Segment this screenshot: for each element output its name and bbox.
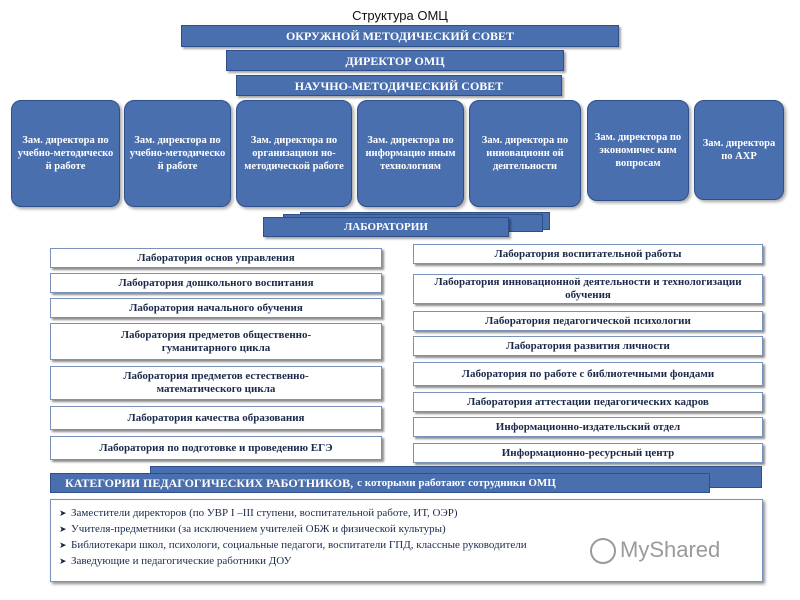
arrow-bullet-icon: ➤	[59, 508, 67, 518]
watermark-logo-icon	[590, 538, 616, 565]
categories-list: ➤Заместители директоров (по УВР I –III с…	[50, 499, 763, 582]
district-methodical-council-bar: ОКРУЖНОЙ МЕТОДИЧЕСКИЙ СОВЕТ	[181, 25, 619, 47]
deputy-box-2: Зам. директора по учебно-методическо й р…	[124, 100, 231, 207]
lab-right-1: Лаборатория воспитательной работы	[413, 244, 763, 264]
category-item: ➤Заведующие и педагогические работники Д…	[59, 555, 292, 567]
page-title: Структура ОМЦ	[352, 8, 448, 23]
deputy-box-4: Зам. директора по информацио нным технол…	[357, 100, 464, 207]
watermark-text: MyShared	[620, 537, 721, 562]
category-item: ➤Учителя-предметники (за исключением учи…	[59, 523, 446, 535]
category-item: ➤Заместители директоров (по УВР I –III с…	[59, 507, 458, 519]
lab-right-2: Лаборатория инновационной деятельности и…	[413, 274, 763, 304]
laboratories-bar: ЛАБОРАТОРИИ	[263, 217, 509, 237]
lab-left-7: Лаборатория по подготовке и проведению Е…	[50, 436, 382, 460]
lab-left-5: Лаборатория предметов естественно-матема…	[50, 366, 382, 400]
lab-left-4: Лаборатория предметов общественно-гумани…	[50, 323, 382, 360]
lab-left-1: Лаборатория основ управления	[50, 248, 382, 268]
deputy-box-6: Зам. директора по экономичес ким вопроса…	[587, 100, 689, 201]
deputy-box-3: Зам. директора по организацион но-методи…	[236, 100, 352, 207]
lab-right-6: Лаборатория аттестации педагогических ка…	[413, 392, 763, 412]
deputy-box-1: Зам. директора по учебно-методическо й р…	[11, 100, 120, 207]
categories-bar: КАТЕГОРИИ ПЕДАГОГИЧЕСКИХ РАБОТНИКОВ, с к…	[50, 473, 710, 493]
categories-heading: КАТЕГОРИИ ПЕДАГОГИЧЕСКИХ РАБОТНИКОВ,	[65, 475, 354, 490]
lab-left-3: Лаборатория начального обучения	[50, 298, 382, 318]
lab-right-3: Лаборатория педагогической психологии	[413, 311, 763, 331]
categories-heading-suffix: с которыми работают сотрудники ОМЦ	[357, 477, 556, 489]
arrow-bullet-icon: ➤	[59, 556, 67, 566]
lab-right-8: Информационно-ресурсный центр	[413, 443, 763, 463]
arrow-bullet-icon: ➤	[59, 524, 67, 534]
deputy-box-7: Зам. директора по АХР	[694, 100, 784, 200]
scientific-methodical-council-bar: НАУЧНО-МЕТОДИЧЕСКИЙ СОВЕТ	[236, 75, 562, 96]
lab-right-4: Лаборатория развития личности	[413, 336, 763, 356]
lab-right-7: Информационно-издательский отдел	[413, 417, 763, 437]
lab-right-5: Лаборатория по работе с библиотечными фо…	[413, 362, 763, 386]
lab-left-6: Лаборатория качества образования	[50, 406, 382, 430]
category-item: ➤Библиотекари школ, психологи, социальны…	[59, 539, 527, 551]
deputy-box-5: Зам. директора по инновационн ой деятель…	[469, 100, 581, 207]
director-bar: ДИРЕКТОР ОМЦ	[226, 50, 564, 71]
arrow-bullet-icon: ➤	[59, 540, 67, 550]
watermark: MyShared	[590, 537, 721, 565]
lab-left-2: Лаборатория дошкольного воспитания	[50, 273, 382, 293]
